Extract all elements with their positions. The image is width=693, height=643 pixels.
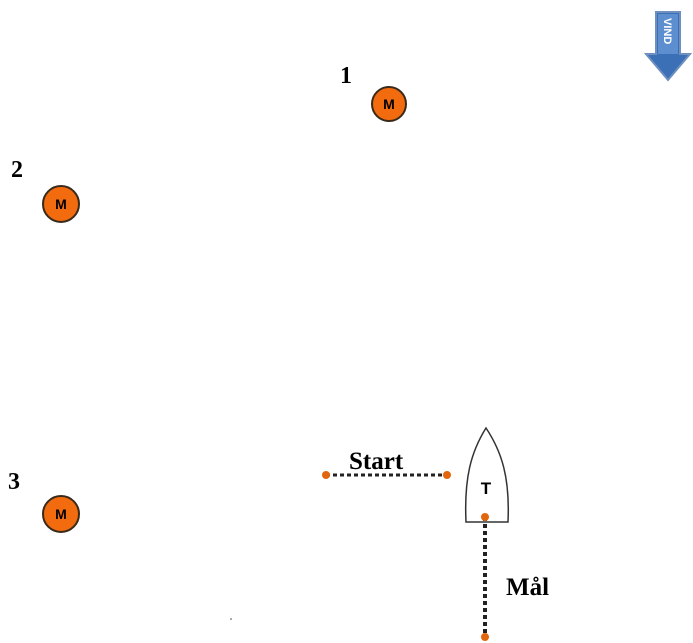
mark-1: 1 M bbox=[340, 63, 407, 122]
mark-2-number: 2 bbox=[11, 157, 23, 183]
mark-2-letter: M bbox=[55, 196, 67, 212]
mark-1-buoy-icon bbox=[371, 86, 407, 122]
finish-boat-endpoint bbox=[481, 513, 489, 521]
start-pin-endpoint bbox=[322, 471, 330, 479]
mark-1-letter: M bbox=[383, 96, 395, 112]
boat-hull-icon bbox=[464, 426, 510, 523]
start-boat-endpoint bbox=[443, 471, 451, 479]
mark-3: 3 M bbox=[8, 469, 80, 533]
finish-line-label: Mål bbox=[506, 574, 549, 601]
mark-3-letter: M bbox=[55, 506, 67, 522]
start-line-label: Start bbox=[349, 448, 404, 475]
finish-line: Mål bbox=[481, 513, 549, 641]
mark-1-number: 1 bbox=[340, 63, 352, 89]
wind-label: VIND bbox=[661, 18, 673, 44]
committee-boat-letter: T bbox=[481, 479, 492, 498]
mark-2: 2 M bbox=[11, 157, 80, 223]
start-line: Start bbox=[322, 448, 451, 479]
finish-pin-endpoint bbox=[481, 633, 489, 641]
mark-3-number: 3 bbox=[8, 469, 20, 495]
wind-arrow-icon: VIND bbox=[643, 11, 693, 82]
committee-boat: T bbox=[464, 426, 510, 523]
mark-2-buoy-icon bbox=[42, 185, 80, 223]
stray-dot bbox=[230, 618, 232, 620]
mark-3-buoy-icon bbox=[42, 495, 80, 533]
